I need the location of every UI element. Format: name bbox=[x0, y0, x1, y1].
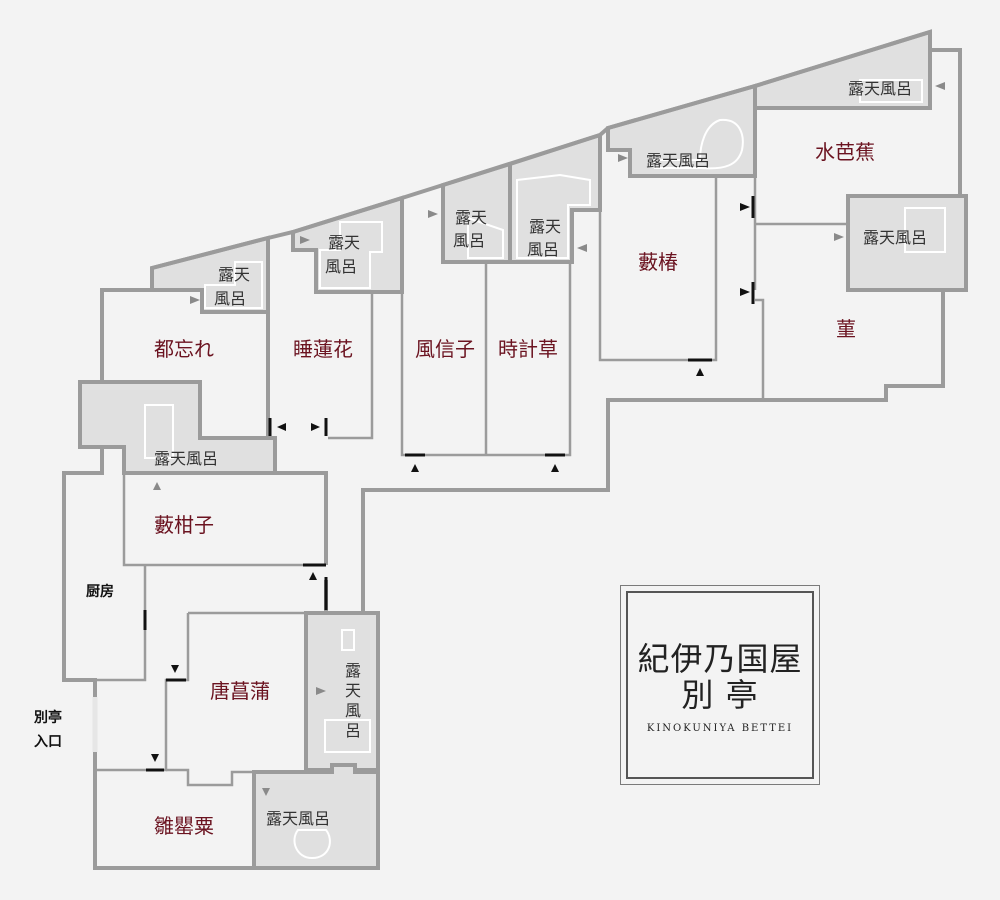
outer-wall-upper bbox=[100, 29, 962, 382]
room-miyakowasure[interactable]: 都忘れ bbox=[154, 337, 214, 361]
bath-touchikumo-1: 露 bbox=[345, 661, 361, 680]
room-yabutsubaki[interactable]: 藪椿 bbox=[638, 250, 678, 274]
bath-tokeisou-top: 露天 bbox=[529, 217, 561, 236]
bath-touchikumo-3: 風 bbox=[345, 701, 361, 720]
bath-hinageshi: 露天風呂 bbox=[266, 809, 330, 828]
bath-touchikumo-2: 天 bbox=[345, 681, 361, 700]
entrance-label-line1: 別亭 bbox=[33, 709, 62, 726]
kitchen-label: 厨房 bbox=[86, 583, 114, 600]
room-yabukouji[interactable]: 藪柑子 bbox=[154, 513, 214, 537]
bath-fuushinshi-top: 露天 bbox=[455, 208, 487, 227]
entrance-label-line2: 入口 bbox=[34, 734, 62, 750]
room-touchikumo[interactable]: 唐菖蒲 bbox=[210, 679, 270, 703]
bath-miyakowasure-top: 露天 bbox=[218, 265, 250, 284]
bath-area-miyakowasure bbox=[150, 235, 270, 314]
room-hinageshi[interactable]: 雛罌粟 bbox=[154, 814, 214, 838]
bath-fuushinshi-bottom: 風呂 bbox=[453, 231, 485, 250]
brand-logo-name: 紀伊乃国屋 別 亭 bbox=[628, 641, 812, 713]
bath-area-hinageshi bbox=[252, 763, 380, 870]
brand-logo-frame: 紀伊乃国屋 別 亭 KINOKUNIYA BETTEI bbox=[626, 591, 814, 779]
bath-tokeisou-bottom: 風呂 bbox=[527, 240, 559, 259]
room-sumire[interactable]: 菫 bbox=[836, 317, 856, 341]
brand-logo-name-line1: 紀伊乃国屋 bbox=[637, 640, 803, 678]
room-tokeisou[interactable]: 時計草 bbox=[498, 337, 558, 361]
outer-wall-east bbox=[361, 288, 966, 613]
bath-yabutsubaki: 露天風呂 bbox=[646, 151, 710, 170]
room-suirenka[interactable]: 睡蓮花 bbox=[293, 337, 353, 361]
bath-mizubashou: 露天風呂 bbox=[848, 79, 912, 98]
bath-area-sumire bbox=[846, 194, 968, 292]
outer-wall-west bbox=[62, 447, 104, 697]
bath-sumire: 露天風呂 bbox=[863, 228, 927, 247]
brand-logo-roman: KINOKUNIYA BETTEI bbox=[646, 723, 794, 734]
bath-miyakowasure-bottom: 風呂 bbox=[214, 289, 246, 308]
bath-suirenka-top: 露天 bbox=[328, 233, 360, 252]
room-mizubashou[interactable]: 水芭蕉 bbox=[815, 140, 875, 164]
brand-logo: 紀伊乃国屋 別 亭 KINOKUNIYA BETTEI bbox=[620, 585, 820, 785]
bath-touchikumo-4: 呂 bbox=[345, 721, 361, 740]
brand-logo-name-line2: 別 亭 bbox=[681, 676, 759, 714]
bath-yabukouji: 露天風呂 bbox=[154, 449, 218, 468]
bath-suirenka-bottom: 風呂 bbox=[325, 257, 357, 276]
room-fuushinshi[interactable]: 風信子 bbox=[415, 337, 475, 361]
